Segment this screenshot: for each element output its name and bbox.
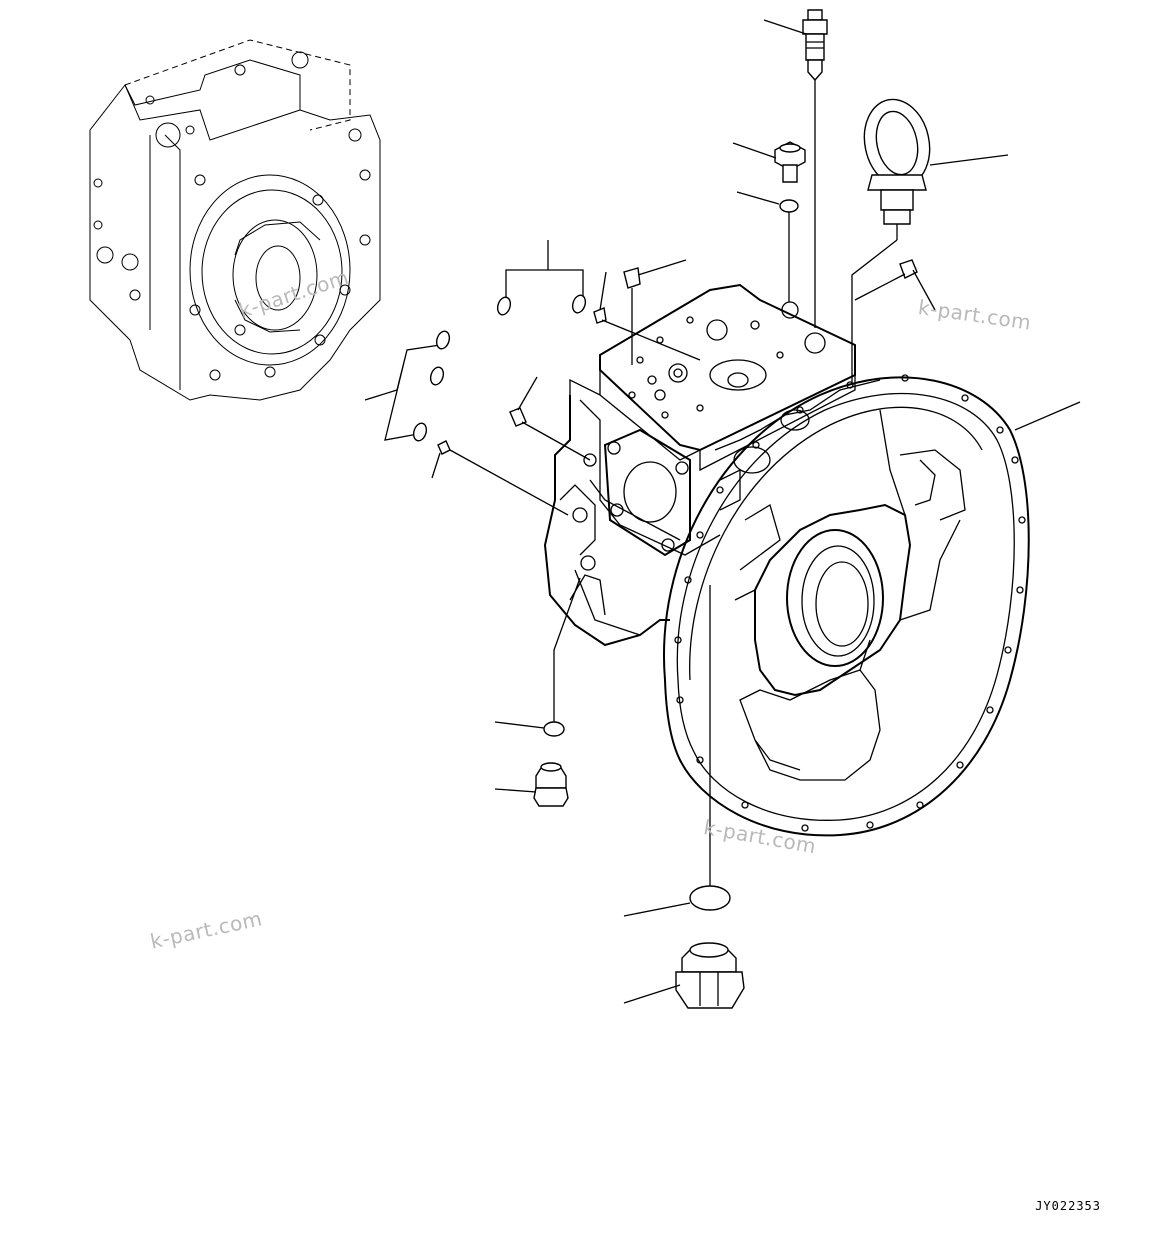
flange-bolt — [732, 141, 806, 183]
plug-top — [623, 259, 687, 365]
drain-plug-large — [623, 942, 745, 1009]
drain-plug-small — [494, 762, 569, 807]
housing-leader-line — [1014, 401, 1081, 431]
sensor-plug — [763, 9, 828, 328]
o-ring-lower-left — [494, 577, 581, 737]
flange-bolt-holes — [674, 374, 1026, 832]
o-ring-upper — [736, 191, 799, 302]
eye-bolt — [851, 98, 1009, 385]
set-screw — [431, 440, 569, 516]
plug-right — [854, 259, 936, 311]
o-ring-triple — [364, 330, 451, 442]
main-pump-body — [543, 283, 1030, 837]
reference-view-pump-assembly — [89, 39, 381, 401]
o-ring-large — [623, 585, 731, 917]
plug-left — [509, 376, 591, 461]
drawing-code-label: JY022353 — [1035, 1199, 1101, 1213]
o-ring-pair — [496, 240, 587, 316]
spring-plug — [593, 271, 701, 361]
